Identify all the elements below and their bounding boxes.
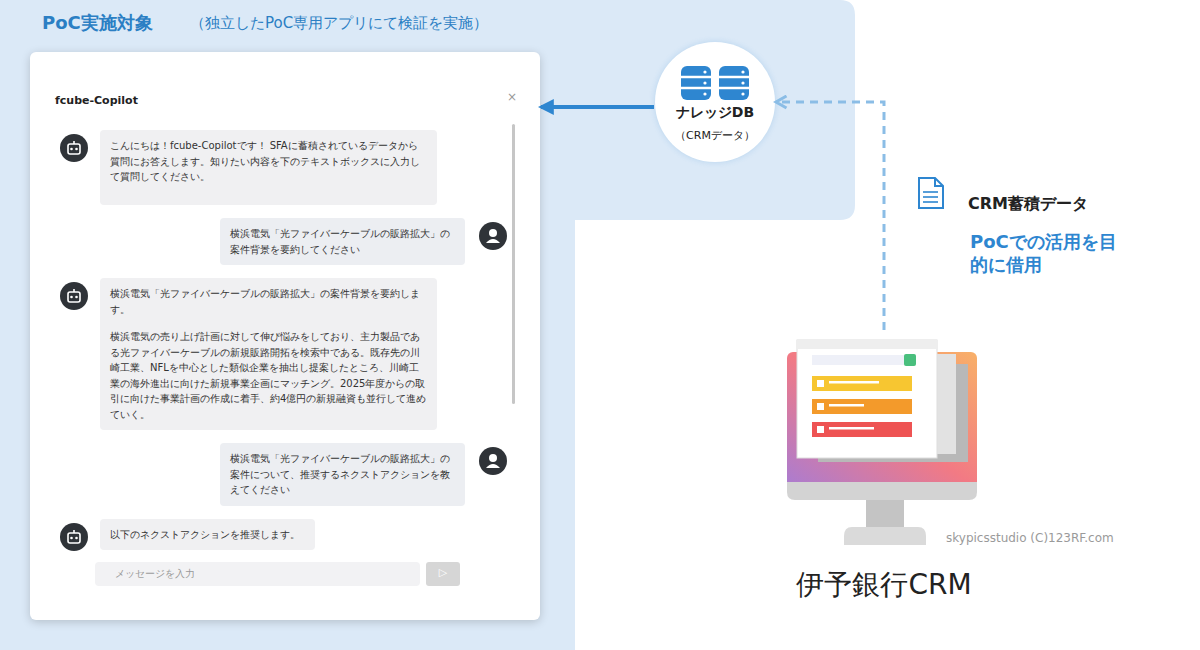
node-text: 横浜電気「光ファイバーケーブルの販路拡大」の案件について、推奨するネクストアクシ… (230, 451, 455, 498)
monitor-illustration (769, 330, 999, 605)
node-text: ナレッジDB (655, 104, 775, 122)
node-text: 横浜電気「光ファイバーケーブルの販路拡大」の案件背景を要約してください (230, 226, 455, 257)
bot-avatar (60, 523, 88, 555)
node-text: ▷ (426, 566, 460, 579)
node-subtext: （CRMデータ） (655, 128, 775, 143)
crm-monitor: 伊予銀行CRM (769, 330, 999, 605)
scrollbar (512, 124, 515, 404)
node-text: fcube-Copilot (55, 94, 138, 107)
user-avatar (479, 222, 507, 254)
bot-message: 横浜電気「光ファイバーケーブルの販路拡大」の案件背景を要約します。横浜電気の売り… (100, 278, 437, 430)
solid-arrow (541, 105, 654, 109)
message-input: メッセージを入力 (95, 562, 420, 586)
close-mark: × (507, 90, 517, 104)
node-text: メッセージを入力 (115, 567, 420, 581)
send-button: ▷ (426, 562, 460, 586)
node-text: こんにちは！fcube-Copilotです！ SFAに蓄積されているデータから質… (110, 138, 427, 185)
user-avatar (479, 447, 507, 479)
bot-message: 以下のネクストアクションを推奨します。 (100, 519, 315, 551)
node-text: 伊予銀行CRM (769, 566, 999, 604)
node-text: 横浜電気「光ファイバーケーブルの販路拡大」の案件背景を要約します。 (110, 286, 427, 317)
user-message: 横浜電気「光ファイバーケーブルの販路拡大」の案件背景を要約してください (220, 218, 465, 265)
node-subtext: 横浜電気の売り上げ計画に対して伸び悩みをしており、主力製品である光ファイバーケー… (110, 329, 427, 422)
knowledge-db: ナレッジDB （CRMデータ） (655, 42, 775, 162)
watermark: skypicsstudio (C)123RF.com (946, 531, 1114, 545)
chat-window: fcube-Copilot こんにちは！fcube-Copilotです！ SFAに… (30, 52, 540, 620)
node-text: PoC実施対象 (42, 11, 153, 35)
bot-message: こんにちは！fcube-Copilotです！ SFAに蓄積されているデータから質… (100, 130, 437, 205)
node-text: 以下のネクストアクションを推奨します。 (110, 527, 305, 543)
data-note: PoCでの活用を目的に借用 (970, 230, 1125, 277)
poc-region: PoC実施対象 （独立したPoC専用アプリにて検証を実施） fcube-Copilo… (0, 0, 855, 650)
database-icon (679, 62, 751, 106)
bot-avatar (60, 134, 88, 166)
data-title: CRM蓄積データ (968, 194, 1088, 215)
node-subtext: （独立したPoC専用アプリにて検証を実施） (190, 14, 488, 33)
bot-avatar (60, 282, 88, 314)
user-message: 横浜電気「光ファイバーケーブルの販路拡大」の案件について、推奨するネクストアクシ… (220, 443, 465, 506)
document-icon (919, 178, 943, 208)
